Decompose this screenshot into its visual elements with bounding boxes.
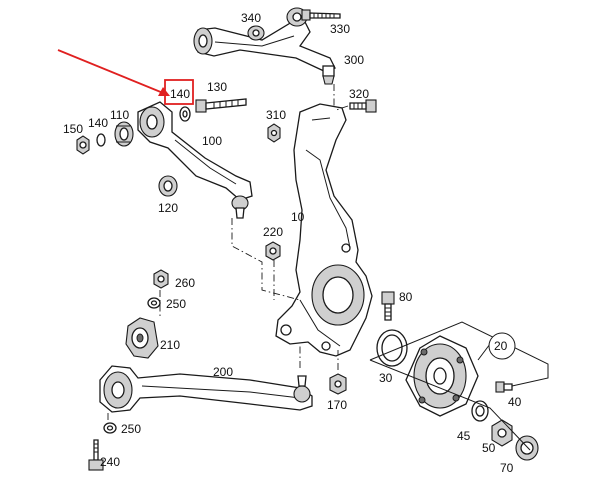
- lower-arm-200: [99, 365, 313, 413]
- control-arm-100: [137, 101, 253, 219]
- bolt-320: [349, 99, 377, 113]
- bushing-120: [158, 175, 178, 197]
- label-250b: 250: [121, 422, 141, 436]
- wheel-hub-20: [405, 335, 479, 417]
- washer-250b: [103, 422, 117, 434]
- label-70: 70: [500, 461, 514, 475]
- label-140b: 140: [88, 116, 108, 130]
- washer-140b: [96, 133, 106, 147]
- label-140-highlighted: 140: [170, 87, 190, 101]
- label-330: 330: [330, 22, 350, 36]
- nut-170: [329, 373, 347, 395]
- nut-220: [265, 241, 281, 261]
- label-260: 260: [175, 276, 195, 290]
- bushing-340: [247, 25, 265, 41]
- nut-260: [153, 269, 169, 289]
- part-labels: 340 330 300 130 140 320 110 150 140 100 …: [63, 11, 522, 475]
- callout-circle-20: [488, 332, 516, 360]
- label-320: 320: [349, 87, 369, 101]
- label-170: 170: [327, 398, 347, 412]
- label-30: 30: [379, 371, 393, 385]
- label-110: 110: [110, 108, 129, 122]
- label-10: 10: [291, 210, 305, 224]
- upper-control-arm-300: [193, 7, 336, 85]
- washer-140: [179, 106, 191, 122]
- label-120: 120: [158, 201, 178, 215]
- label-100: 100: [202, 134, 222, 148]
- label-45: 45: [457, 429, 471, 443]
- label-130: 130: [207, 80, 227, 94]
- cap-70: [515, 435, 539, 461]
- label-250a: 250: [166, 297, 186, 311]
- bolt-130: [195, 98, 247, 113]
- bushing-210: [125, 317, 159, 359]
- label-40: 40: [508, 395, 522, 409]
- bolt-80: [381, 291, 395, 321]
- label-240: 240: [100, 455, 120, 469]
- leader-lines: [107, 84, 549, 451]
- label-210: 210: [160, 338, 180, 352]
- label-300: 300: [344, 53, 364, 67]
- label-20: 20: [494, 339, 508, 353]
- highlight-box: [164, 79, 194, 105]
- bolt-40: [495, 381, 513, 393]
- arrowhead-icon: [158, 87, 170, 96]
- bushing-110: [114, 121, 134, 147]
- label-220: 220: [263, 225, 283, 239]
- washer-250a: [147, 297, 161, 309]
- highlight-arrow: [57, 49, 169, 96]
- label-200: 200: [213, 365, 233, 379]
- nut-310: [267, 123, 281, 143]
- label-310: 310: [266, 108, 286, 122]
- label-80: 80: [399, 290, 413, 304]
- bolt-330: [301, 9, 341, 21]
- label-150: 150: [63, 122, 83, 136]
- label-340: 340: [241, 11, 261, 25]
- steering-knuckle-10: [275, 103, 373, 357]
- highlight-annotation: [57, 49, 194, 105]
- snap-ring-30: [376, 329, 408, 367]
- nut-150: [76, 135, 90, 155]
- bolt-240: [88, 439, 104, 471]
- label-50: 50: [482, 441, 496, 455]
